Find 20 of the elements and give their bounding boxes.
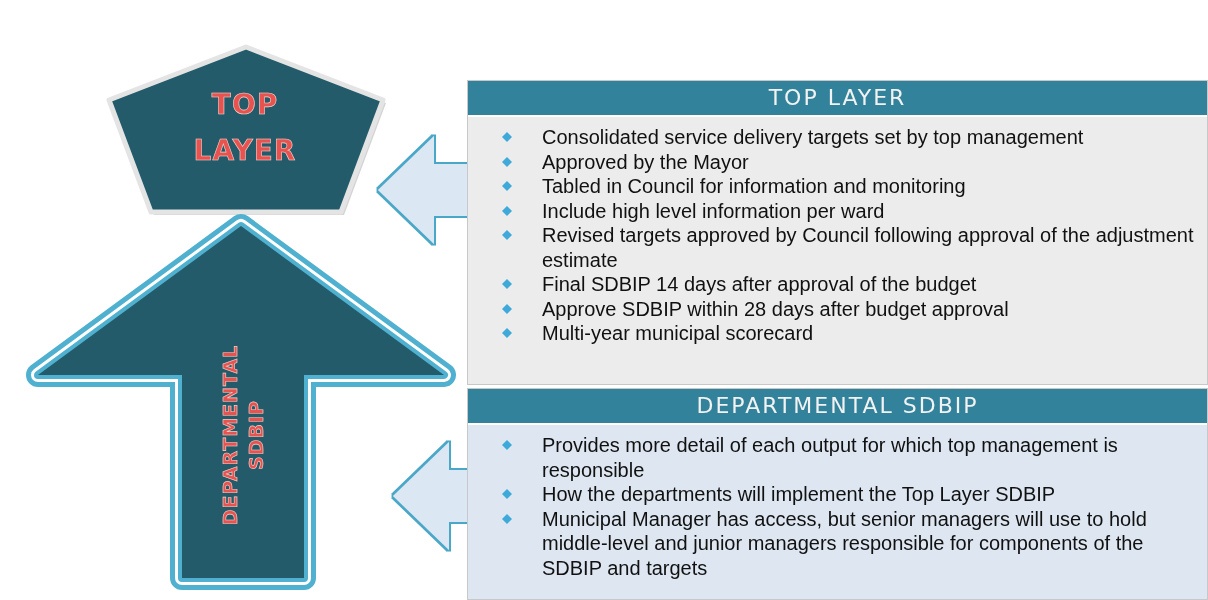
block-arrow: [393, 442, 467, 550]
block-arrow: [378, 136, 467, 244]
bullet-text: Tabled in Council for information and monitoring: [542, 175, 966, 197]
panel-heading: DEPARTMENTAL SDBIP: [468, 389, 1207, 425]
bullet-text: Consolidated service delivery targets set by top management: [542, 126, 1084, 148]
bullet-text: Approve SDBIP within 28 days after budget approval: [542, 297, 1009, 320]
bullet-text: Final SDBIP 14 days after approval of the budget: [542, 273, 977, 295]
bullet-text: Multi-year municipal scorecard: [542, 322, 814, 344]
panel-heading: TOP LAYER: [468, 81, 1207, 117]
bullet-text: How the departments will implement the Top Layer SDBIP: [542, 483, 1056, 505]
bullet-text: Revised targets approved by Council following approval of the adjustment estimate: [542, 224, 1194, 271]
text-panel: [467, 388, 1208, 600]
bullet-text: Municipal Manager has access, but senior managers will use to hold middle-level and junior managers responsible for components of the SDBIP and targets: [542, 507, 1147, 579]
text-panel: [467, 80, 1208, 385]
pentagon-shape: [105, 42, 387, 218]
bullet-text: Include high level information per ward: [542, 199, 885, 222]
bullet-text: Approved by the Mayor: [542, 150, 749, 173]
shape-label: TOP LAYER: [192, 87, 298, 169]
shape-label: DEPARTMENTAL SDBIP: [218, 343, 268, 528]
bullet-text: Provides more detail of each output for which top management is responsible: [542, 434, 1118, 481]
